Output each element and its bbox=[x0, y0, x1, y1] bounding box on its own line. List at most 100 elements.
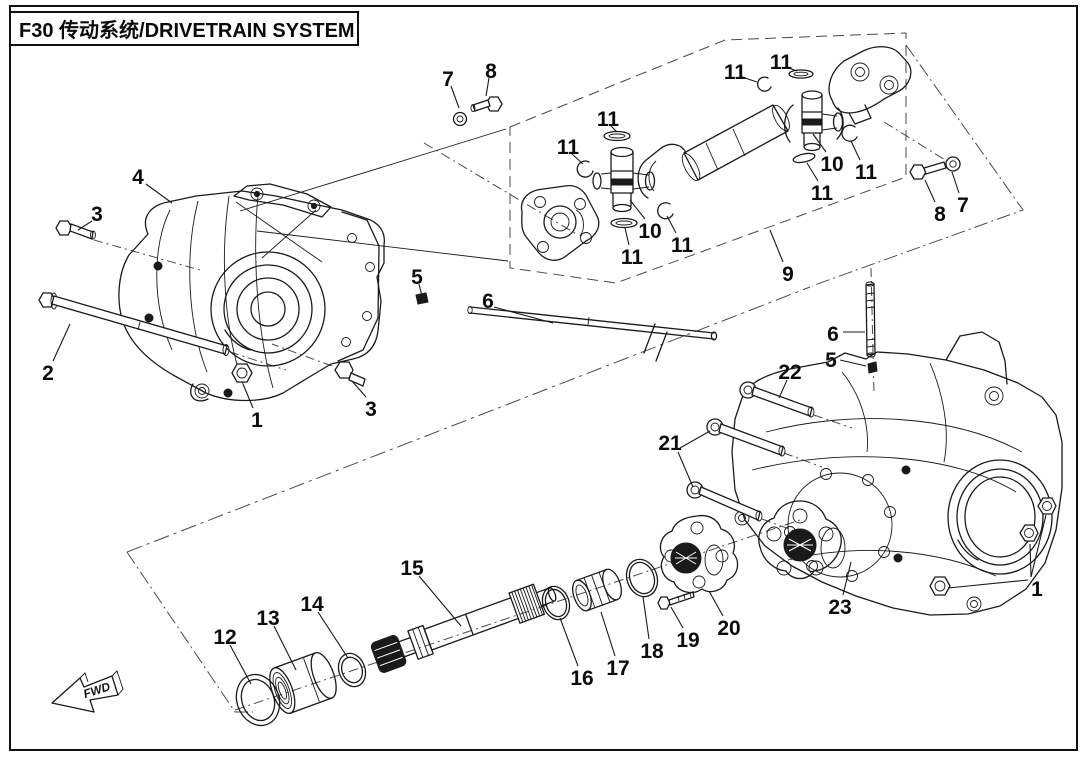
leader-line bbox=[273, 625, 297, 671]
callout-8: 8 bbox=[934, 203, 946, 226]
fwd-label: FWD bbox=[82, 679, 113, 701]
callout-1: 1 bbox=[1031, 578, 1043, 601]
bolt-8 bbox=[909, 164, 927, 180]
bolt-3-head bbox=[55, 220, 73, 236]
callout-11: 11 bbox=[724, 61, 747, 84]
callout-1: 1 bbox=[251, 409, 263, 432]
callout-17: 17 bbox=[606, 657, 629, 680]
ring-16 bbox=[541, 585, 571, 621]
leader-line bbox=[679, 430, 711, 449]
title-block: F30 传动系统/DRIVETRAIN SYSTEM bbox=[9, 11, 359, 46]
leader-line bbox=[77, 220, 93, 231]
callout-9: 9 bbox=[782, 263, 794, 286]
leader-line bbox=[485, 77, 490, 97]
callout-16: 16 bbox=[570, 667, 593, 690]
leader-line bbox=[842, 561, 852, 596]
nut-1 bbox=[929, 576, 951, 596]
callout-18: 18 bbox=[640, 640, 664, 663]
leader-line bbox=[418, 575, 462, 627]
callout-6: 6 bbox=[482, 290, 494, 313]
callout-7: 7 bbox=[442, 68, 454, 91]
leader-line bbox=[351, 380, 367, 398]
callout-19: 19 bbox=[676, 629, 699, 652]
leader-line bbox=[493, 306, 554, 324]
callout-20: 20 bbox=[717, 617, 740, 640]
drawing-frame bbox=[9, 5, 1078, 751]
callout-3: 3 bbox=[91, 203, 103, 226]
shaft-15 bbox=[370, 583, 557, 673]
callout-13: 13 bbox=[256, 607, 279, 630]
nut-1 bbox=[1019, 524, 1039, 542]
callout-15: 15 bbox=[400, 557, 424, 580]
leader-line bbox=[642, 596, 650, 640]
clip-5 bbox=[867, 361, 878, 374]
callout-6: 6 bbox=[827, 323, 839, 346]
callout-11: 11 bbox=[770, 51, 793, 74]
bolt-19 bbox=[657, 591, 695, 610]
callout-5: 5 bbox=[825, 349, 837, 372]
washer-7 bbox=[452, 111, 468, 127]
nut-1 bbox=[1037, 497, 1057, 515]
leader-line bbox=[947, 579, 1029, 589]
washer-7 bbox=[945, 156, 961, 172]
callout-22: 22 bbox=[778, 361, 801, 384]
leader-line bbox=[708, 590, 724, 617]
leader-line bbox=[806, 162, 819, 182]
output-shaft-components bbox=[235, 514, 739, 727]
seal-12 bbox=[235, 673, 281, 727]
leader-line bbox=[624, 227, 630, 246]
leader-line bbox=[418, 283, 423, 297]
callout-11: 11 bbox=[855, 161, 878, 184]
callout-10: 10 bbox=[638, 220, 661, 243]
circlip-11 bbox=[657, 202, 674, 220]
u-joint-cross-left bbox=[592, 146, 656, 213]
leader-line bbox=[670, 606, 684, 629]
leader-line bbox=[559, 617, 579, 667]
clip-5 bbox=[415, 292, 429, 305]
leader-line bbox=[610, 125, 618, 133]
ring-14 bbox=[337, 652, 367, 688]
callout-11: 11 bbox=[621, 246, 644, 269]
fwd-arrow: FWD bbox=[51, 670, 124, 713]
sleeve-17 bbox=[572, 568, 622, 612]
collar-13 bbox=[269, 652, 337, 714]
nut-1 bbox=[231, 363, 253, 383]
callout-2: 2 bbox=[42, 362, 54, 385]
leader-line bbox=[850, 140, 861, 161]
leader-line bbox=[951, 171, 960, 194]
leader-line bbox=[600, 611, 616, 657]
callout-8: 8 bbox=[485, 60, 497, 83]
leader-line bbox=[242, 383, 254, 409]
stud-6 bbox=[865, 281, 876, 358]
leader-line bbox=[839, 359, 867, 367]
leader-line bbox=[571, 153, 584, 165]
circlip-11 bbox=[756, 76, 772, 92]
page-title: F30 传动系统/DRIVETRAIN SYSTEM bbox=[19, 20, 355, 42]
leader-line bbox=[778, 379, 788, 399]
callout-5: 5 bbox=[411, 266, 423, 289]
propeller-shaft-assembly bbox=[452, 46, 961, 261]
callout-21: 21 bbox=[658, 432, 682, 455]
leader-line bbox=[450, 85, 460, 109]
leader-line bbox=[52, 323, 71, 362]
callout-7: 7 bbox=[957, 194, 969, 217]
flange-20 bbox=[659, 514, 739, 594]
callout-10: 10 bbox=[820, 153, 843, 176]
leader-line bbox=[629, 199, 646, 220]
callout-11: 11 bbox=[597, 108, 620, 131]
leader-line bbox=[812, 133, 827, 153]
front-flange-yoke bbox=[520, 184, 600, 261]
rear-differential bbox=[731, 331, 1063, 616]
leader-line bbox=[924, 179, 936, 203]
rear-diff-fasteners bbox=[686, 281, 1057, 596]
leader-line bbox=[677, 451, 694, 488]
leader-line bbox=[741, 76, 758, 83]
seal-ring-11 bbox=[603, 130, 631, 142]
callout-11: 11 bbox=[671, 234, 694, 257]
rod-6 bbox=[467, 305, 718, 341]
rear-input-flange bbox=[758, 500, 846, 580]
callout-11: 11 bbox=[811, 182, 834, 205]
leader-line bbox=[1030, 514, 1047, 578]
seal-ring-11 bbox=[610, 217, 638, 229]
